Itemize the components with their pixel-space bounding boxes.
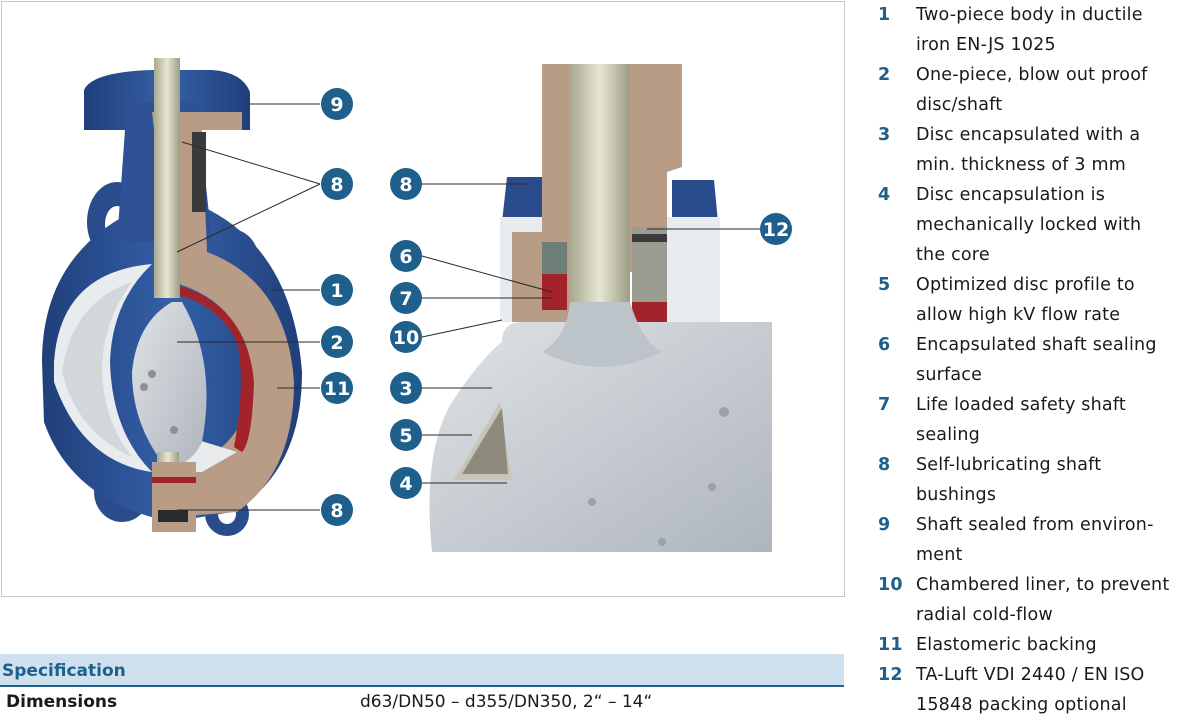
- legend-number: 6: [878, 335, 891, 355]
- svg-text:12: 12: [763, 219, 789, 241]
- svg-text:8: 8: [399, 174, 412, 196]
- svg-text:8: 8: [330, 500, 343, 522]
- callout-8-right: 8: [390, 168, 422, 200]
- legend-item: 3 Disc encapsulated with a min. thickness…: [872, 120, 1200, 180]
- legend-text: Two-piece body in ductile iron EN-JS 102…: [916, 5, 1143, 55]
- legend-text: TA-Luft VDI 2440 / EN ISO 15848 packing …: [916, 665, 1145, 715]
- legend-text: Optimized disc profile to allow high kV …: [916, 275, 1135, 325]
- legend-number: 11: [878, 635, 903, 655]
- legend-number: 7: [878, 395, 891, 415]
- leader-lines: [176, 103, 760, 511]
- valve-illustration: 9 8 1 2 11 8 8 6 7 10 3 5 4 12: [42, 58, 792, 552]
- legend-number: 12: [878, 665, 903, 685]
- legend-text: Elastomeric backing: [916, 635, 1097, 655]
- legend-item: 9 Shaft sealed from environ- ment: [872, 510, 1200, 570]
- feature-legend-list: 1 Two-piece body in ductile iron EN-JS 10…: [872, 0, 1200, 720]
- legend-number: 1: [878, 5, 891, 25]
- svg-text:8: 8: [330, 174, 343, 196]
- callout-5: 5: [390, 419, 422, 451]
- valve-cutaway-figure: 9 8 1 2 11 8 8 6 7 10 3 5 4 12: [1, 1, 845, 597]
- left-valve-cutaway: [42, 58, 302, 536]
- spec-label: Dimensions: [6, 692, 118, 712]
- svg-text:6: 6: [399, 246, 412, 268]
- svg-text:5: 5: [399, 425, 412, 447]
- spec-value: d63/DN50 – d355/DN350, 2“ – 14“: [360, 692, 653, 712]
- legend-text: Chambered liner, to prevent radial cold-…: [916, 575, 1170, 625]
- legend-item: 8 Self-lubricating shaft bushings: [872, 450, 1200, 510]
- legend-item: 2 One-piece, blow out proof disc/shaft: [872, 60, 1200, 120]
- specification-header: Specification: [0, 654, 844, 687]
- legend-text: Self-lubricating shaft bushings: [916, 455, 1102, 505]
- legend-number: 3: [878, 125, 891, 145]
- legend-item: 10 Chambered liner, to prevent radial col…: [872, 570, 1200, 630]
- callout-12: 12: [760, 213, 792, 245]
- callout-8-bottom: 8: [321, 494, 353, 526]
- svg-text:11: 11: [324, 378, 350, 400]
- legend-item: 6 Encapsulated shaft sealing surface: [872, 330, 1200, 390]
- specification-title: Specification: [2, 661, 126, 681]
- legend-number: 8: [878, 455, 891, 475]
- legend-item: 12 TA-Luft VDI 2440 / EN ISO 15848 packin…: [872, 660, 1200, 720]
- legend-item: 5 Optimized disc profile to allow high kV…: [872, 270, 1200, 330]
- callout-8-top: 8: [321, 168, 353, 200]
- legend-number: 2: [878, 65, 891, 85]
- callout-10: 10: [390, 321, 422, 353]
- svg-text:3: 3: [399, 378, 412, 400]
- legend-text: Life loaded safety shaft sealing: [916, 395, 1126, 445]
- legend-text: Disc encapsulation is mechanically locke…: [916, 185, 1142, 265]
- legend-number: 10: [878, 575, 903, 595]
- right-detail-cutaway: [429, 64, 772, 552]
- legend-number: 9: [878, 515, 891, 535]
- legend-text: Encapsulated shaft sealing surface: [916, 335, 1157, 385]
- legend-text: Shaft sealed from environ- ment: [916, 515, 1154, 565]
- callout-3: 3: [390, 372, 422, 404]
- callout-2: 2: [321, 326, 353, 358]
- callout-4: 4: [390, 467, 422, 499]
- callout-11: 11: [321, 372, 353, 404]
- callout-7: 7: [390, 282, 422, 314]
- legend-number: 5: [878, 275, 891, 295]
- legend-item: 11 Elastomeric backing: [872, 630, 1200, 660]
- spec-row-dimensions: Dimensions d63/DN50 – d355/DN350, 2“ – 1…: [0, 690, 844, 716]
- callout-1: 1: [321, 274, 353, 306]
- svg-text:4: 4: [399, 473, 412, 495]
- legend-number: 4: [878, 185, 891, 205]
- legend-item: 4 Disc encapsulation is mechanically lock…: [872, 180, 1200, 270]
- svg-text:9: 9: [330, 94, 343, 116]
- legend-item: 1 Two-piece body in ductile iron EN-JS 10…: [872, 0, 1200, 60]
- legend-item: 7 Life loaded safety shaft sealing: [872, 390, 1200, 450]
- svg-text:1: 1: [330, 280, 343, 302]
- svg-text:2: 2: [330, 332, 343, 354]
- svg-text:10: 10: [393, 327, 419, 349]
- callout-6: 6: [390, 240, 422, 272]
- svg-text:7: 7: [399, 288, 412, 310]
- callout-9: 9: [321, 88, 353, 120]
- legend-text: Disc encapsulated with a min. thickness …: [916, 125, 1141, 175]
- legend-text: One-piece, blow out proof disc/shaft: [916, 65, 1148, 115]
